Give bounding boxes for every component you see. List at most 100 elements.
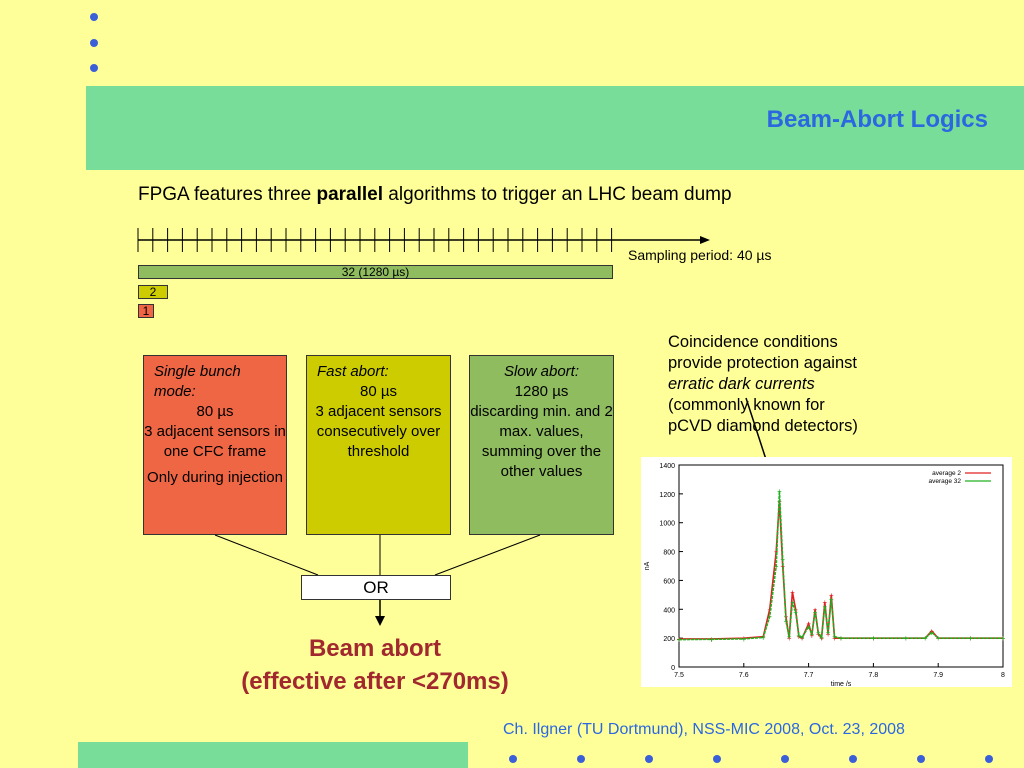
corner-bullet-icon [90,64,98,72]
title-band [86,86,1024,170]
single-note: Only during injection [147,469,283,486]
window-bar-1: 1 [138,304,154,318]
data-point: + [968,634,973,643]
coinc-line3: erratic dark currents [668,375,815,393]
data-point: + [829,591,834,600]
plot-frame [678,464,1004,668]
single-desc: 3 adjacent sensors in one CFC frame [144,423,286,460]
single-time: 80 µs [196,403,234,420]
single-title: Single bunch mode: [154,363,241,400]
beam-abort-result: Beam abort (effective after <270ms) [150,632,600,698]
data-point: + [936,634,941,643]
window-bar-32: 32 (1280 µs) [138,265,613,279]
slide-title: Beam-Abort Logics [766,106,988,133]
intro-before: FPGA features three [138,184,317,205]
data-point: + [790,588,795,597]
data-point: + [871,634,876,643]
legend-label-1: average 2 [932,470,961,477]
data-point: + [797,633,802,642]
slow-desc: discarding min. and 2 max. values, summi… [470,403,613,480]
data-point: + [774,562,779,571]
data-point: + [774,548,779,557]
sampling-label: Sampling period: 40 µs [628,247,772,263]
y-tick-label: 1400 [659,463,675,470]
y-tick-label: 600 [663,578,675,585]
data-point: + [929,628,934,637]
x-tick-label: 7.6 [739,672,749,679]
footer-bullet-icon [645,755,653,763]
data-point: + [787,634,792,643]
intro-text: FPGA features three parallel algorithms … [138,184,732,206]
footer-bullet-icon [713,755,721,763]
x-tick-label: 7.8 [869,672,879,679]
data-point: + [839,634,844,643]
coinc-line2: provide protection against [668,354,857,372]
data-point: + [741,635,746,644]
data-point: + [822,598,827,607]
data-point: + [813,608,818,617]
or-gate-box: OR [301,575,451,600]
data-point: + [929,627,934,636]
series-line-1 [679,501,1003,641]
data-point: + [903,634,908,643]
data-point: + [780,555,785,564]
data-point: + [806,623,811,632]
slow-abort-box: Slow abort: 1280 µs discarding min. and … [469,355,614,535]
data-point: + [816,630,821,639]
data-point: + [839,634,844,643]
y-tick-label: 200 [663,636,675,643]
data-point: + [806,620,811,629]
data-point: + [923,634,928,643]
data-point: + [903,634,908,643]
y-tick-label: 800 [663,550,675,557]
x-tick-label: 7.7 [804,672,814,679]
fast-abort-box: Fast abort: 80 µs 3 adjacent sensors con… [306,355,451,535]
footer-credit: Ch. Ilgner (TU Dortmund), NSS-MIC 2008, … [503,721,905,738]
timeline-arrow-icon [700,236,710,244]
data-point: + [816,628,821,637]
x-tick-label: 7.5 [674,672,684,679]
data-point: + [826,628,831,637]
fast-time: 80 µs [360,383,397,400]
y-tick-label: 400 [663,607,675,614]
data-point: + [767,613,772,622]
x-tick-label: 7.9 [933,672,943,679]
footer-bullet-icon [849,755,857,763]
down-arrow-icon [375,616,385,626]
data-point: + [677,636,682,645]
data-point: + [793,605,798,614]
coinc-line4: (commonly known for [668,396,825,414]
data-point: + [810,630,815,639]
data-point: + [787,633,792,642]
data-point: + [923,634,928,643]
sampling-timeline [137,228,710,252]
connector-single [214,534,319,576]
corner-bullet-icon [90,13,98,21]
footer-bullet-icon [985,755,993,763]
result-line1: Beam abort [308,635,442,662]
data-point: + [810,631,815,640]
data-point: + [1001,634,1006,643]
data-point: + [1001,634,1006,643]
corner-bullet-icon [90,39,98,47]
coincidence-note: Coincidence conditions provide protectio… [668,332,858,437]
fast-title: Fast abort: [317,363,389,380]
fast-desc: 3 adjacent sensors consecutively over th… [315,403,442,460]
intro-after: algorithms to trigger an LHC beam dump [383,184,732,205]
series-line-2 [678,490,1003,641]
connector-slow [434,534,541,576]
data-point: + [832,633,837,642]
data-point: + [761,633,766,642]
data-point: + [784,617,789,626]
slow-time: 1280 µs [514,383,569,400]
data-point: + [819,634,824,643]
data-point: + [780,562,785,571]
data-point: + [793,608,798,617]
data-point: + [800,633,805,642]
y-tick-label: 1200 [659,492,675,499]
footer-bullet-icon [509,755,517,763]
y-axis-label: nA [644,561,651,570]
x-tick-label: 8 [1001,672,1005,679]
